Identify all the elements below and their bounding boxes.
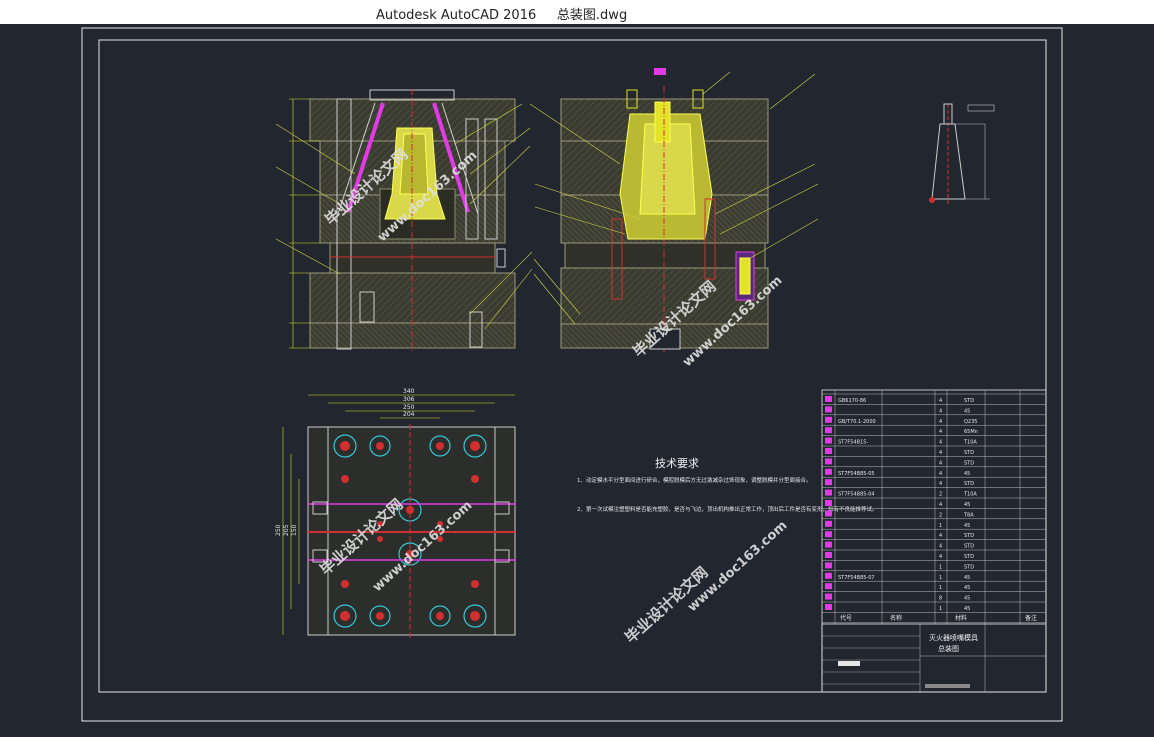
bom-cell-mat: 45 [964,502,970,508]
plan-view[interactable]: 340 306 250 204 250 205 150 [275,388,516,638]
dim-306: 306 [403,396,415,403]
bom-cell-qty: 2 [939,492,942,498]
bom-cell-qty: 4 [939,533,942,539]
bom-cell-qty: 4 [939,398,942,404]
bom-header-code: 代号 [840,614,852,622]
bom-cell-qty: 1 [939,564,942,570]
bom-cell-mat: STD [964,450,974,456]
bom-cell-code: ST7F54B85-07 [838,575,875,581]
bom-cell-qty: 4 [939,481,942,487]
bom-cell-mat: STD [964,398,974,404]
bom-cell-qty: 2 [939,512,942,518]
bom-cell-mat: Q235 [964,419,977,425]
bom-row-marker [825,396,832,402]
window-title: Autodesk AutoCAD 2016 总装图.dwg [376,4,627,23]
drawing-svg: 340 306 250 204 250 205 150 技术要求 1、动定模水平… [81,27,1063,722]
bom-row-marker [825,458,832,465]
sheet-inner-border [98,39,1047,693]
bom-cell-mat: STD [964,481,974,487]
bom-cell-qty: 4 [939,554,942,560]
bom-cell-qty: 4 [939,502,942,508]
bom-row-marker [825,489,832,496]
bom-row-marker [825,541,832,548]
window-titlebar: Autodesk AutoCAD 2016 总装图.dwg [0,0,1154,24]
bom-row-marker [825,552,832,558]
bom-row-marker [825,510,832,517]
bom-row-marker [825,520,832,527]
bom-cell-qty: 4 [939,544,942,550]
bom-row-marker [825,416,832,423]
bom-row-marker [825,583,832,590]
file-name: 总装图.dwg [556,8,628,23]
bom-row-marker [825,593,832,600]
bom-cell-qty: 4 [939,460,942,466]
bom-header-name: 名称 [890,614,902,622]
bom-header-material: 材料 [955,614,967,622]
bom-row-marker [825,468,832,475]
bom-cell-qty: 4 [939,419,942,425]
bom-cell-mat: STD [964,554,974,560]
right-section-view[interactable] [529,68,819,352]
bom-cell-mat: T8A [963,512,974,518]
bom-cell-mat: 45 [964,575,970,581]
bom-cell-qty: 8 [939,596,942,602]
bom-cell-mat: 45 [964,408,970,414]
bom-cell-code: ST7F54B15- [838,440,868,446]
bom-cell-qty: 4 [939,408,942,414]
bom-cell-code: GB/T70.1-2000 [838,419,876,425]
bom-cell-mat: STD [964,460,974,466]
bom-row-marker [825,531,832,538]
tech-req-item-2: 2、第一次试模注塑塑料是否能充塑胶，是否与飞边，顶出机构推出正常工作，顶出后工件… [577,505,878,513]
bom-row-marker [825,406,832,413]
bom-cell-mat: STD [964,533,974,539]
bom-row-marker [825,479,832,486]
drawing-canvas[interactable]: 340 306 250 204 250 205 150 技术要求 1、动定模水平… [0,24,1154,733]
bom-cell-qty: 4 [939,429,942,435]
left-section-view[interactable] [275,89,533,352]
dim-250: 250 [403,404,415,411]
drawing-name: 灭火器喷嘴模具 [929,633,978,642]
bom-row-marker [825,604,832,610]
bom-cell-qty: 4 [939,450,942,456]
bom-cell-qty: 1 [939,575,942,581]
part-detail-view[interactable] [929,103,995,204]
bom-cell-mat: STD [964,564,974,570]
tech-req-heading: 技术要求 [655,457,699,470]
bom-cell-mat: 45 [964,523,970,529]
bom-cell-mat: 45 [964,471,970,477]
bom-cell-mat: T10A [963,440,977,446]
bom-cell-mat: 45 [964,596,970,602]
dim-204: 204 [403,411,415,418]
dim-left-150: 150 [291,524,298,536]
dim-340: 340 [403,388,415,395]
bom-cell-code: GB6170-86 [838,398,866,404]
app-title: Autodesk AutoCAD 2016 [376,8,537,23]
bom-row-marker [825,437,832,444]
tech-requirements: 技术要求 1、动定模水平分型面间进行研合，模腔脱模后方无过激减杂过饰现象，调整脱… [577,457,878,513]
bom-cell-mat: 45 [964,585,970,591]
bom-cell-mat: T10A [963,492,977,498]
bom-cell-code: ST7F54B85-04 [838,492,875,498]
bom-cell-qty: 4 [939,440,942,446]
bom-cell-mat: 65Mn [964,429,978,435]
bom-cell-qty: 4 [939,471,942,477]
dim-left-250: 250 [275,524,282,536]
bom-row-marker [825,562,832,569]
bom-cell-code: ST7F54B85-05 [838,471,875,477]
bom-cell-mat: STD [964,544,974,550]
bom-row-marker [825,448,832,454]
bom-cell-qty: 1 [939,523,942,529]
bom-cell-qty: 1 [939,585,942,591]
bom-row-marker [825,500,832,506]
bom-header-remark: 备注 [1025,614,1037,622]
bom-row-marker [825,427,832,434]
bom-cell-mat: 45 [964,606,970,612]
bom-cell-qty: 1 [939,606,942,612]
sheet-outer-border [81,27,1063,722]
tech-req-item-1: 1、动定模水平分型面间进行研合，模腔脱模后方无过激减杂过饰现象，调整脱模并分型面… [577,476,812,484]
dim-left-205: 205 [283,524,290,536]
bom-row-marker [825,572,832,579]
drawing-subtitle: 总装图 [938,644,959,653]
